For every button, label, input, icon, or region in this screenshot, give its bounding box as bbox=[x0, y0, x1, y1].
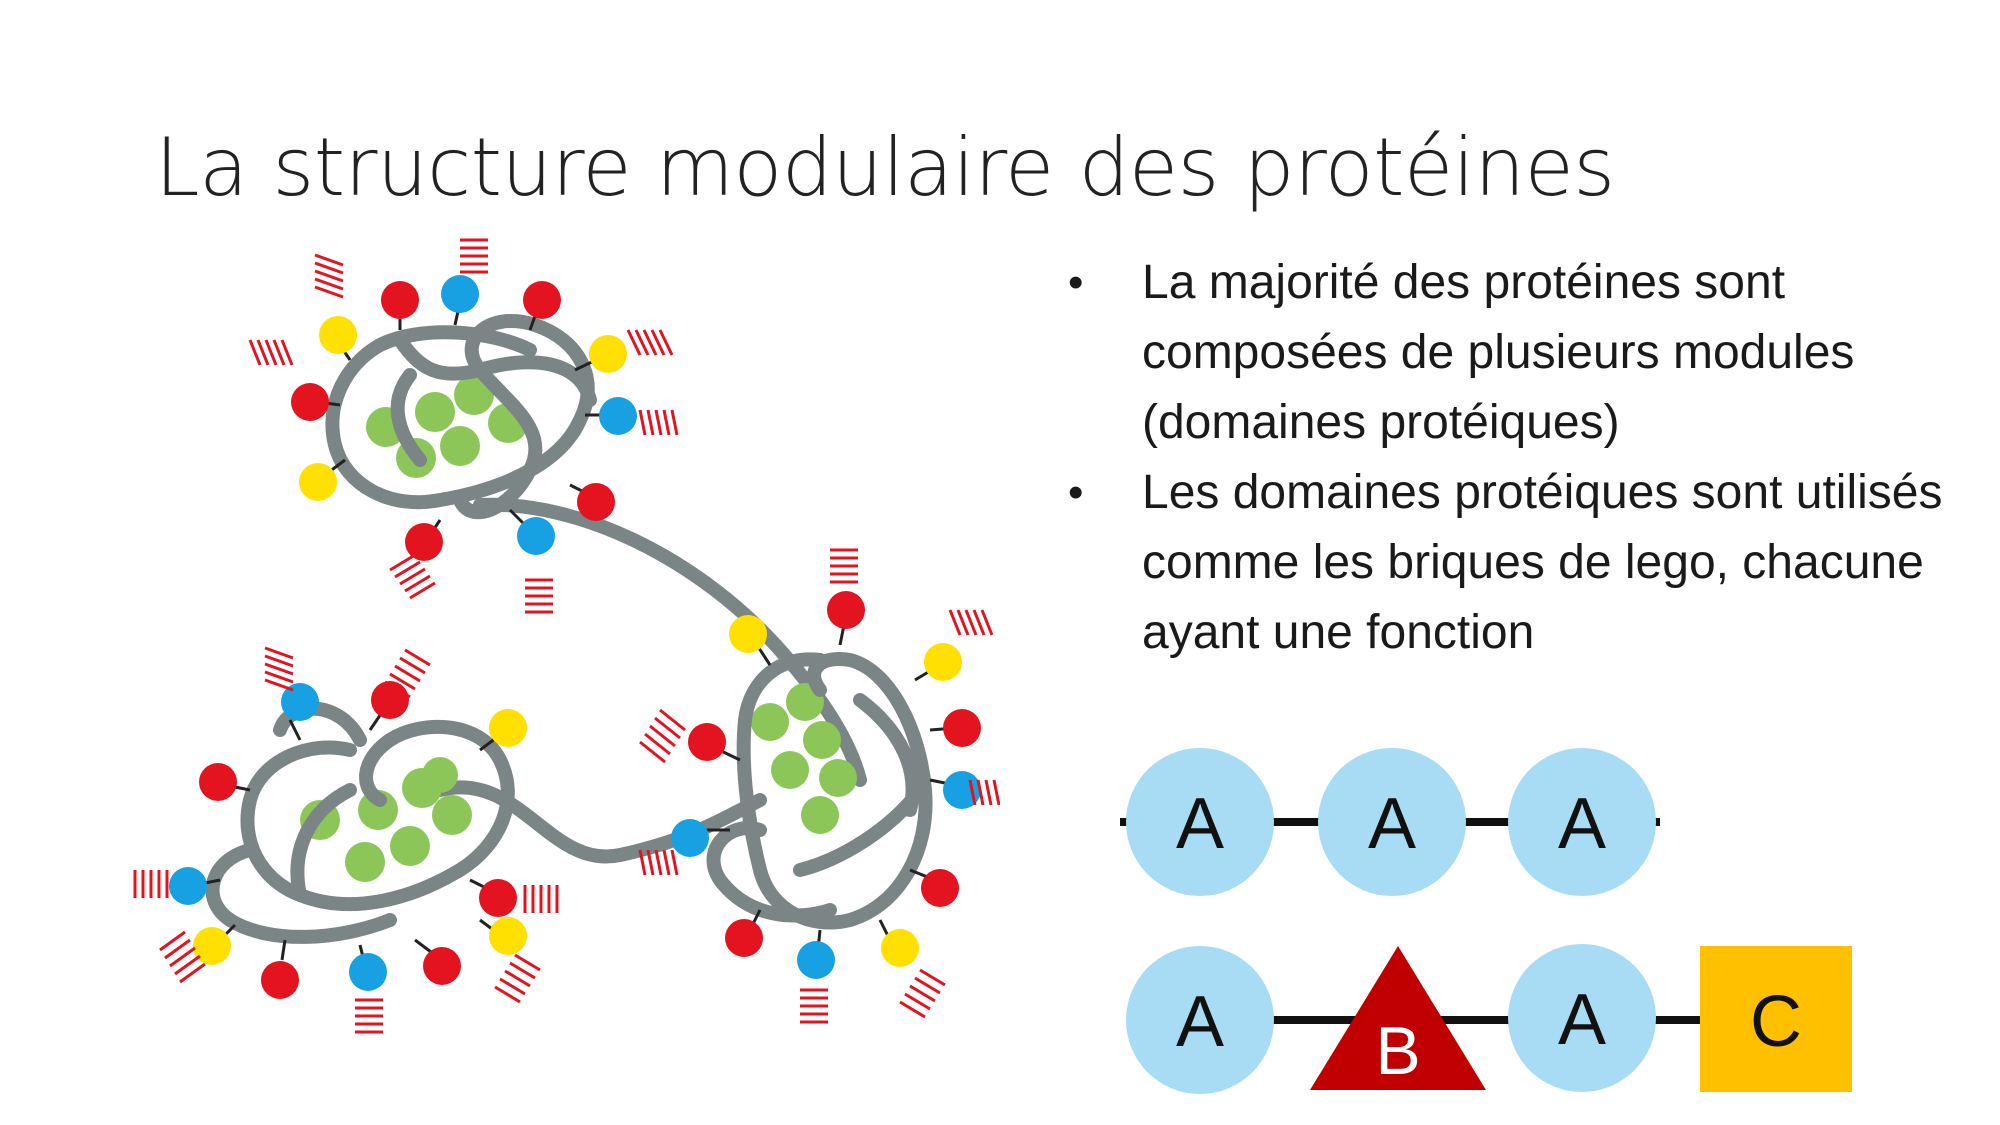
domain-top bbox=[248, 238, 679, 614]
domain-b-label: B bbox=[1375, 1013, 1420, 1089]
slide-title: La structure modulaire des protéines bbox=[155, 121, 1615, 214]
domain-a-circle bbox=[1126, 946, 1274, 1094]
domain-a-node: A bbox=[1126, 748, 1274, 896]
domain-a-circle bbox=[1508, 944, 1656, 1092]
domain-a-node: A bbox=[1126, 946, 1274, 1094]
domain-a-circle bbox=[1508, 748, 1656, 896]
domain-left bbox=[133, 646, 559, 1034]
domain-c-square bbox=[1700, 946, 1852, 1092]
domain-a-node: A bbox=[1318, 748, 1466, 896]
protein-illustration bbox=[133, 238, 1000, 1034]
domain-a-node: A bbox=[1508, 748, 1656, 896]
domain-b-node: B bbox=[1310, 946, 1486, 1090]
bullet-marker: • bbox=[1068, 258, 1084, 307]
domain-a-label: A bbox=[1176, 982, 1224, 1062]
bullet-item-2: • Les domaines protéiques sont utilisés … bbox=[1060, 458, 1960, 668]
domain-right bbox=[638, 548, 1000, 1024]
core-spheres bbox=[300, 757, 472, 882]
bullet-marker: • bbox=[1068, 468, 1084, 517]
domain-c-node: C bbox=[1700, 946, 1852, 1092]
domain-a-label: A bbox=[1368, 784, 1416, 864]
domain-b-triangle bbox=[1310, 946, 1486, 1090]
domain-diagram: A A A A B A bbox=[1120, 748, 1852, 1094]
domain-a-label: A bbox=[1558, 784, 1606, 864]
domain-row-1: A A A bbox=[1120, 748, 1660, 896]
bullet-item-1: • La majorité des protéines sont composé… bbox=[1060, 248, 1960, 458]
residues bbox=[169, 681, 527, 999]
bullet-text-1: La majorité des protéines sont composées… bbox=[1142, 256, 1855, 449]
bullet-text-2: Les domaines protéiques sont utilisés co… bbox=[1142, 466, 1943, 659]
domain-a-circle bbox=[1126, 748, 1274, 896]
residues bbox=[291, 275, 637, 561]
hydration-marks bbox=[638, 548, 1000, 1024]
domain-a-node: A bbox=[1508, 944, 1656, 1092]
domain-c-label: C bbox=[1750, 982, 1802, 1062]
hydration-marks bbox=[248, 238, 679, 614]
core-spheres bbox=[751, 683, 857, 834]
domain-a-label: A bbox=[1558, 980, 1606, 1060]
domain-a-circle bbox=[1318, 748, 1466, 896]
domain-a-label: A bbox=[1176, 784, 1224, 864]
hydration-marks bbox=[133, 646, 559, 1034]
bullet-list: • La majorité des protéines sont composé… bbox=[1060, 248, 1960, 668]
domain-row-2: A B A C bbox=[1126, 944, 1852, 1094]
core-spheres bbox=[366, 375, 528, 478]
